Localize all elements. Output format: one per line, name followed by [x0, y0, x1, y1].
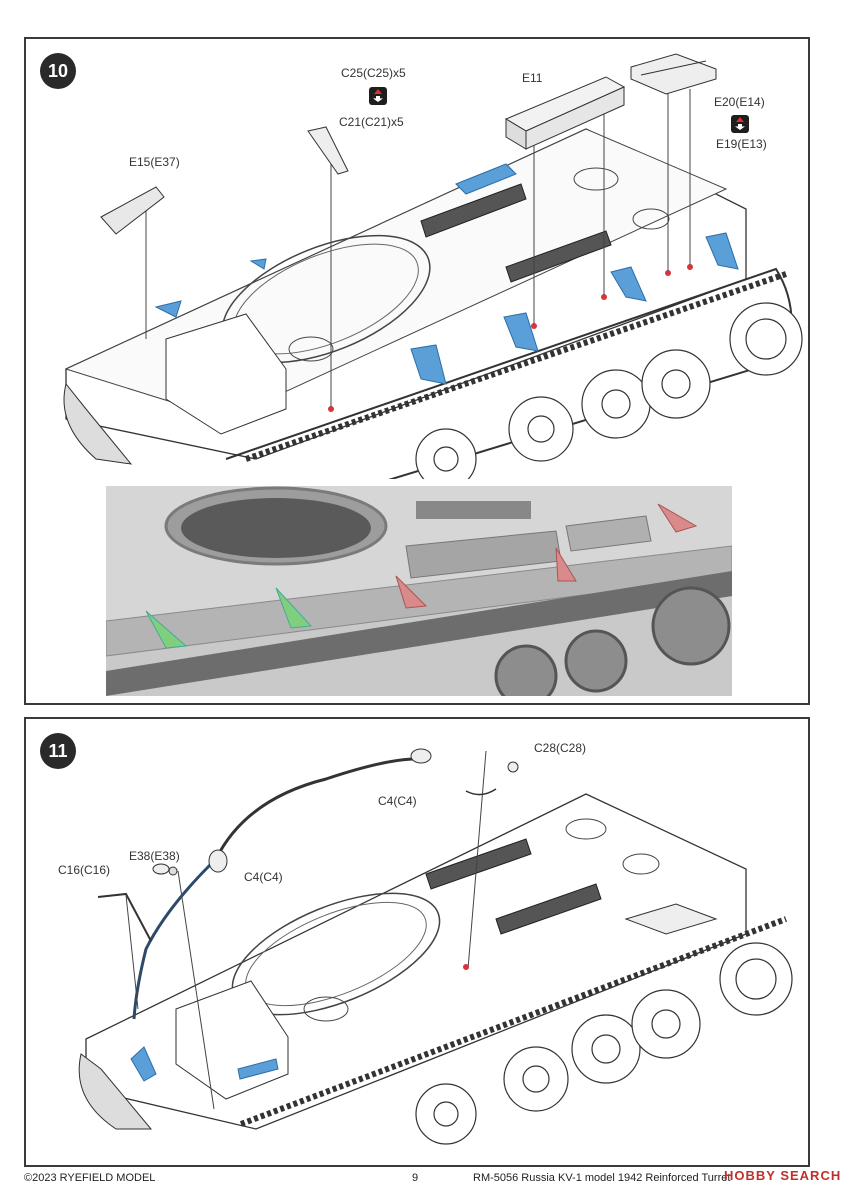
part-c21	[307, 126, 349, 175]
label-e19: E19(E13)	[716, 137, 767, 151]
step-number-badge: 10	[40, 53, 76, 89]
engine-grille	[425, 838, 602, 935]
track-left	[63, 382, 133, 465]
label-e11: E11	[522, 71, 543, 85]
step-10-reference-render	[106, 486, 732, 696]
step-number-badge: 11	[40, 733, 76, 769]
label-c25: C25(C25)x5	[341, 66, 406, 80]
swap-arrow-icon	[369, 87, 387, 105]
label-e15: E15(E37)	[129, 155, 180, 169]
hobby-search-watermark: HOBBY SEARCH	[724, 1168, 842, 1183]
label-c4-upper: C4(C4)	[378, 794, 417, 808]
label-c16: C16(C16)	[58, 863, 111, 877]
attachment-markers	[328, 264, 693, 412]
part-e15	[100, 186, 165, 235]
road-wheels	[415, 302, 803, 479]
label-c4-lower: C4(C4)	[244, 870, 283, 884]
blue-highlighted-parts	[130, 1046, 279, 1082]
tow-cable	[214, 757, 417, 860]
step-11-hull-drawing	[78, 748, 793, 1145]
leader-lines	[145, 89, 691, 407]
part-c16	[97, 892, 152, 942]
step-11-panel: 11	[24, 717, 810, 1167]
part-e20-spare-tracks	[630, 53, 717, 95]
part-c4-end-lower	[208, 849, 228, 873]
part-c28	[465, 761, 519, 796]
label-e38: E38(E38)	[129, 849, 180, 863]
swap-arrow-icon	[731, 115, 749, 133]
mudguard-brackets-blue	[154, 163, 739, 385]
footer-page-number: 9	[412, 1172, 419, 1184]
engine-grille	[420, 183, 612, 283]
step-10-hull-drawing	[63, 53, 803, 479]
label-c21: C21(C21)x5	[339, 115, 404, 129]
footer-product-title: RM-5056 Russia KV-1 model 1942 Reinforce…	[473, 1172, 731, 1184]
part-e38	[152, 863, 178, 876]
leader-lines	[125, 750, 487, 1110]
attachment-marker	[463, 964, 469, 970]
label-c28: C28(C28)	[534, 741, 587, 755]
footer-copyright: ©2023 RYEFIELD MODEL	[24, 1172, 156, 1184]
part-c4-end-upper	[410, 748, 432, 764]
step-10-panel: 10	[24, 37, 810, 705]
label-e20: E20(E14)	[714, 95, 765, 109]
road-wheels	[415, 942, 793, 1145]
